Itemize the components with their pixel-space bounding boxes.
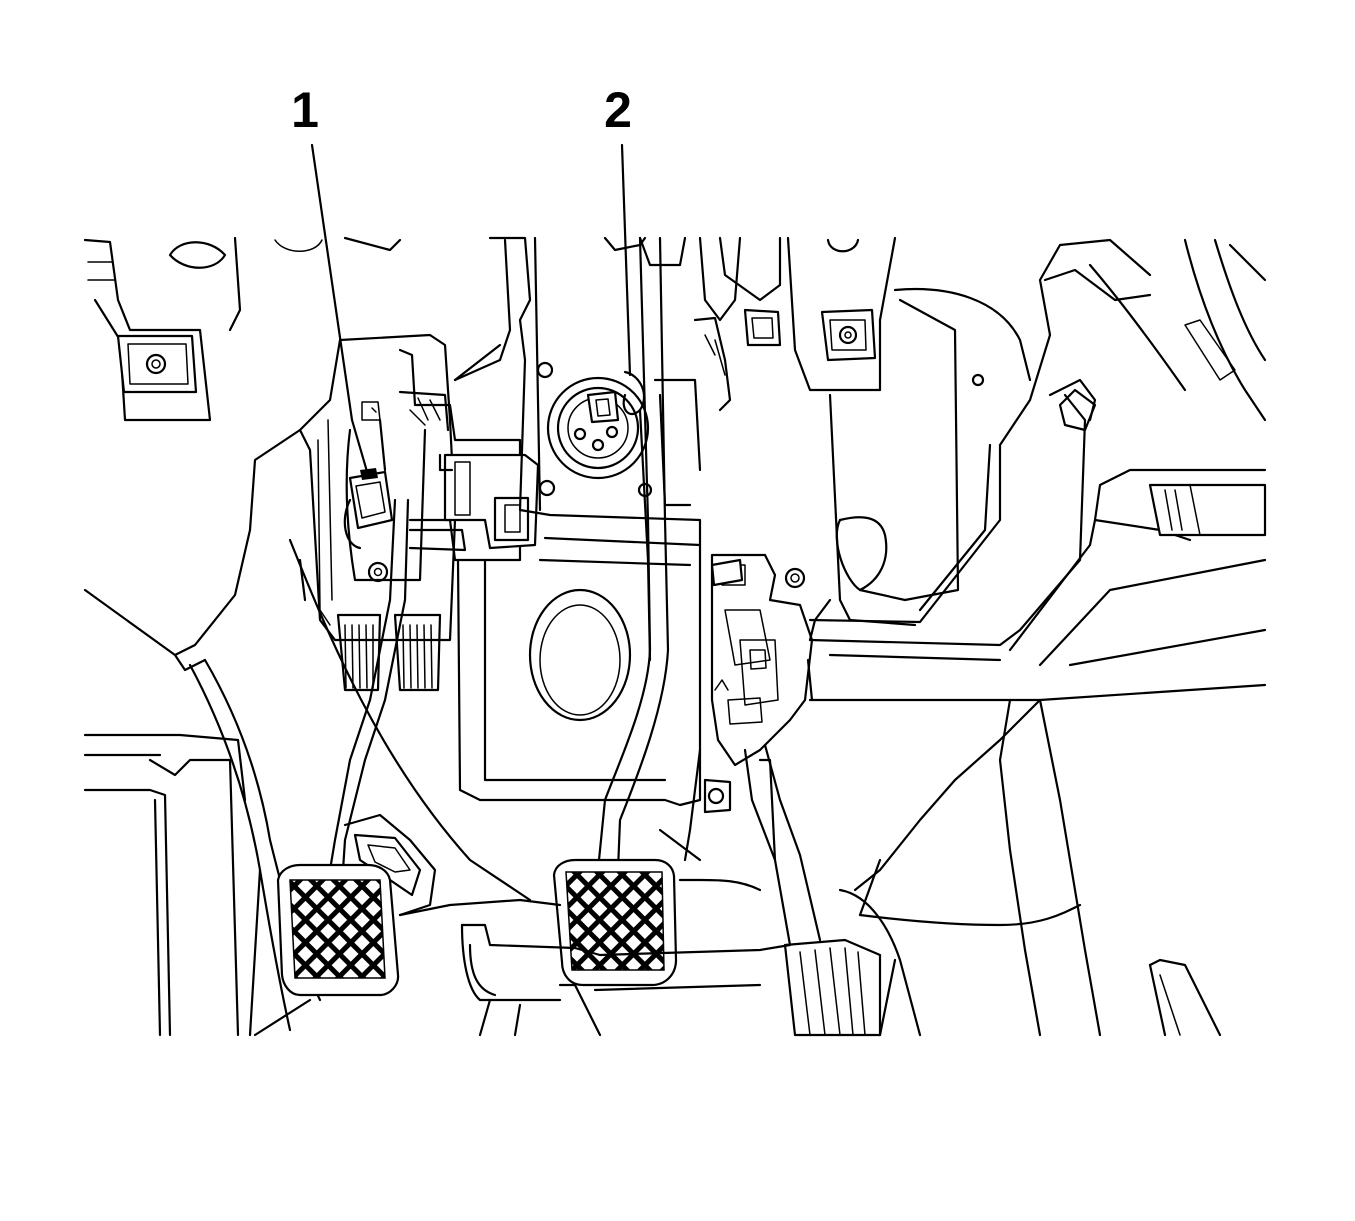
bolt-icon: [538, 479, 556, 497]
brake-pedal-pad: [552, 858, 678, 987]
brake-booster-mount: [546, 376, 650, 480]
accelerator-pedal: [683, 553, 882, 1037]
stop-lamp-switch-harness: [622, 370, 652, 662]
callout-2: 2: [604, 82, 632, 377]
clutch-pedal-arm: [328, 498, 437, 917]
upper-left-dash-panel: [83, 236, 402, 422]
spring-right: [393, 613, 442, 692]
lower-floor-panel: [288, 538, 792, 1037]
clutch-pedal-position-switch: [343, 468, 394, 550]
callout-label-1: 1: [291, 82, 319, 138]
clutch-pedal-pad: [276, 863, 400, 997]
pedal-pad-crosshatch-icon: [565, 871, 665, 971]
callout-1: 1: [291, 82, 370, 477]
accelerator-ribs-icon: [783, 938, 882, 1037]
callout-label-2: 2: [604, 82, 632, 138]
pedal-box-housing: [453, 236, 702, 807]
clutch-pedal-bracket: [298, 333, 457, 692]
central-mounting-bracket: [398, 348, 540, 562]
brake-pedal-arm: [596, 236, 670, 872]
right-dash-panel: [693, 236, 1267, 1037]
bolt-icon: [784, 567, 806, 589]
pedal-pad-crosshatch-icon: [289, 879, 386, 979]
bolt-icon: [536, 361, 554, 379]
